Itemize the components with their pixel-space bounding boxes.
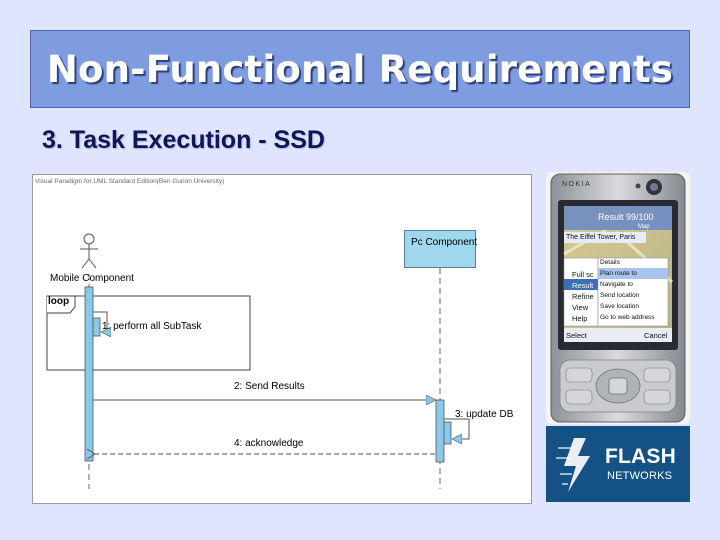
phone-menu-item-4: Send location (600, 292, 640, 299)
phone-menu-item-2: Plan route to (600, 270, 637, 277)
message-1-label: 1: perform all SubTask (102, 321, 202, 332)
actor-label: Mobile Component (50, 273, 134, 284)
phone-place: The Eiffel Tower, Paris (566, 234, 636, 241)
phone-left-item-1: Full sc (572, 270, 594, 279)
system-label: Pc Component (411, 237, 478, 248)
logo-text-networks: NETWORKS (607, 470, 673, 482)
diagram-caption: Visual Paradigm for UML Standard Edition… (35, 178, 225, 185)
sequence-diagram-graphic (46, 233, 470, 489)
message-4-label: 4: acknowledge (234, 438, 304, 449)
phone-graphic (546, 172, 690, 424)
message-2-label: 2: Send Results (234, 381, 305, 392)
phone-left-item-4: View (572, 303, 589, 312)
slide-subtitle: 3. Task Execution - SSD (42, 126, 325, 154)
system-activation (435, 399, 445, 463)
flash-networks-logo: FLASH NETWORKS (546, 426, 690, 502)
phone-image: NOKIA Result 99/100 Map The Eiffel Tower… (546, 172, 690, 424)
logo-text-flash: FLASH (605, 445, 676, 468)
actor-activation (84, 286, 94, 462)
slide-title: Non-Functional Requirements (46, 47, 674, 91)
phone-screen-title: Result 99/100 (598, 212, 654, 222)
phone-softkey-left: Select (566, 331, 587, 340)
phone-left-item-2: Result (572, 281, 594, 290)
title-banner: Non-Functional Requirements (30, 30, 690, 108)
actor-icon (80, 233, 98, 269)
phone-left-item-5: Help (572, 314, 588, 323)
phone-menu-item-5: Save location (600, 303, 640, 310)
loop-label: loop (48, 296, 70, 307)
phone-left-item-3: Refine (572, 292, 594, 301)
phone-brand: NOKIA (562, 181, 592, 188)
phone-menu-item-3: Navigate to (600, 281, 633, 288)
phone-softkey-right: Cancel (644, 331, 668, 340)
message-3-label: 3: update DB (455, 409, 514, 420)
sequence-diagram: Visual Paradigm for UML Standard Edition… (32, 174, 532, 504)
system-lifeline-box: Pc Component (404, 230, 478, 268)
message-3-arrow (444, 418, 470, 439)
phone-menu-item-1: Details (600, 259, 620, 266)
phone-menu-item-6: Go to web address (600, 314, 655, 321)
loop-fragment (46, 295, 251, 371)
logo-mark-icon (556, 438, 590, 492)
phone-map-label: Map (638, 224, 650, 230)
message-1-arrow (93, 311, 107, 332)
